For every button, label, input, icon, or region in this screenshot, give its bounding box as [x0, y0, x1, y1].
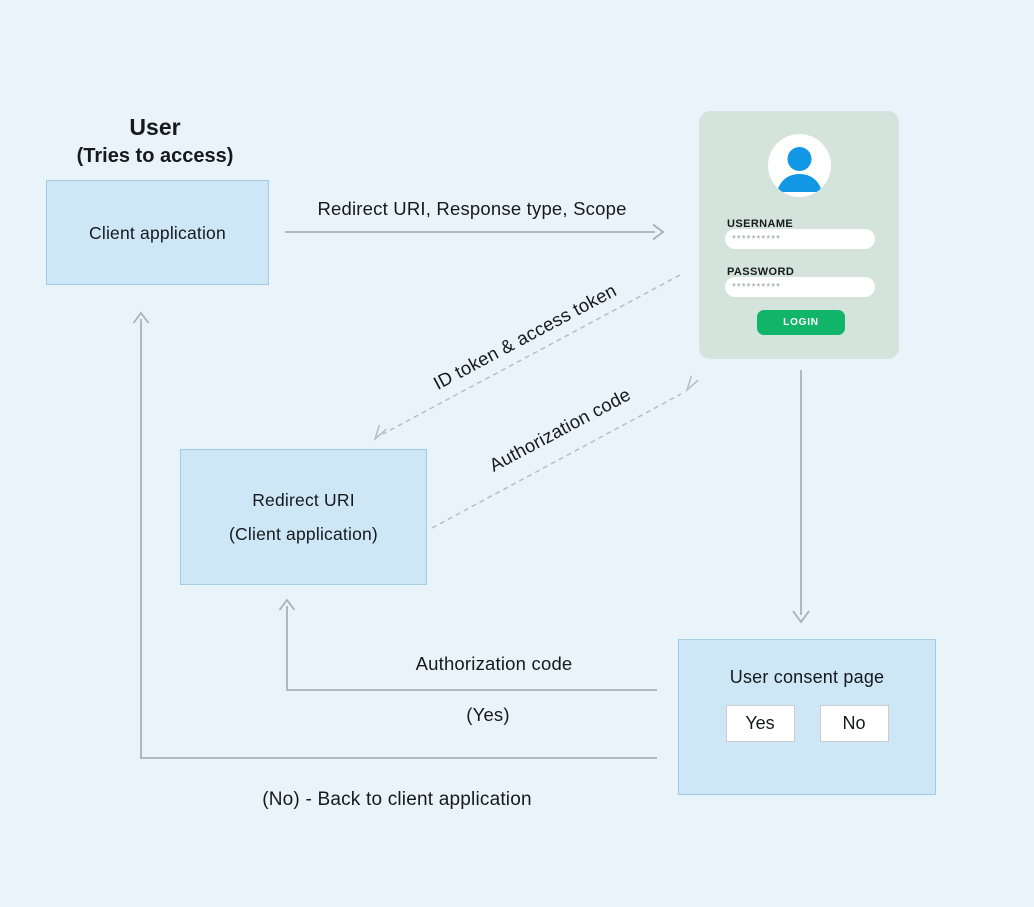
no-note-label: (No) - Back to client application — [262, 789, 532, 810]
redirect-uri-label-line1: Redirect URI — [252, 490, 355, 510]
auth-code-dashed-line — [431, 393, 682, 529]
username-input[interactable] — [725, 229, 875, 249]
client-application-label: Client application — [89, 222, 226, 243]
password-input[interactable] — [725, 277, 875, 297]
id-token-arrowhead-icon — [373, 424, 387, 442]
no-elbow-arrow-line — [140, 319, 657, 759]
auth-code-return-edge-label: Authorization code — [415, 653, 573, 674]
user-heading-line2: (Tries to access) — [76, 145, 234, 167]
user-heading: User (Tries to access) — [40, 112, 270, 170]
user-consent-node: User consent page Yes No — [678, 639, 936, 795]
consent-no-button[interactable]: No — [819, 705, 889, 742]
request-edge-label: Redirect URI, Response type, Scope — [317, 198, 627, 219]
redirect-uri-label-line2: (Client application) — [229, 524, 378, 544]
user-avatar-icon — [768, 134, 831, 197]
login-to-consent-arrowhead-icon — [792, 610, 810, 624]
password-label: PASSWORD — [727, 266, 795, 278]
redirect-uri-node: Redirect URI (Client application) — [180, 449, 427, 585]
id-token-dashed-line — [382, 274, 681, 435]
login-button[interactable]: LOGIN — [757, 310, 845, 335]
request-arrowhead-icon — [652, 223, 665, 241]
yes-note-label: (Yes) — [466, 704, 510, 725]
consent-title: User consent page — [729, 667, 885, 687]
client-application-node: Client application — [46, 180, 269, 285]
consent-buttons: Yes No — [725, 705, 889, 742]
no-arrowhead-icon — [132, 311, 150, 324]
yes-arrowhead-icon — [278, 598, 296, 611]
auth-code-arrowhead-icon — [685, 375, 699, 393]
login-card: USERNAME PASSWORD LOGIN — [700, 112, 898, 358]
yes-elbow-arrow-line — [286, 606, 657, 691]
username-label: USERNAME — [727, 218, 794, 230]
consent-yes-button[interactable]: Yes — [725, 705, 795, 742]
user-heading-line1: User — [129, 114, 181, 140]
